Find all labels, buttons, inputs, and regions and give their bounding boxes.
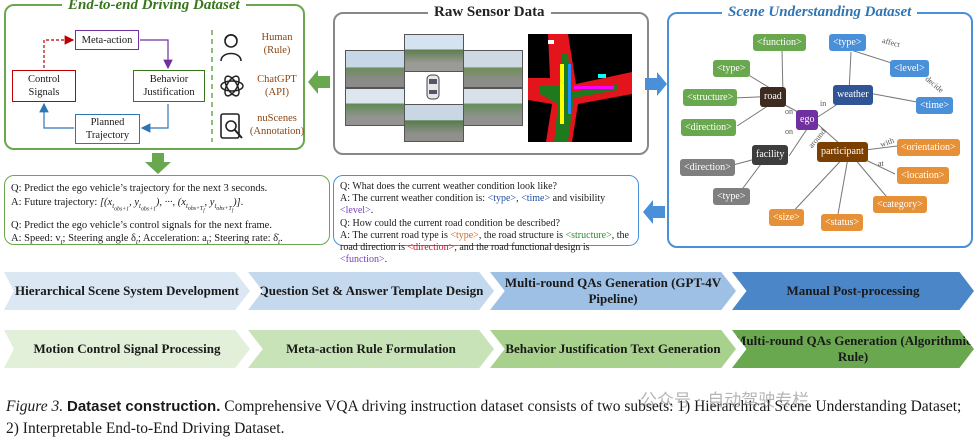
source-nuscenes-detail: (Annotation)	[249, 126, 305, 137]
pipeline-top-step-4: Manual Post-processing	[732, 272, 974, 310]
tag-size: <size>	[769, 209, 804, 226]
camera-image-front-right	[463, 50, 523, 88]
behavior-justification-node: Behavior Justification	[133, 70, 205, 102]
source-human-name: Human	[261, 32, 293, 43]
ego-car-icon	[426, 74, 440, 100]
camera-image-front	[404, 34, 464, 72]
scene-understanding-title: Scene Understanding Dataset	[722, 4, 918, 21]
raw-sensor-title: Raw Sensor Data	[428, 4, 551, 21]
watermark: 公众号 · 自动驾驶专栏	[640, 391, 810, 411]
tag-direction-facility: <direction>	[680, 159, 735, 176]
tag-ego: ego	[796, 110, 819, 130]
caption-label: Figure 3.	[6, 398, 64, 415]
edge-label-in: in	[820, 99, 827, 108]
edge-label-on-road: on	[785, 107, 793, 116]
qa-right-q1: Q: What does the current weather conditi…	[340, 181, 557, 192]
document-search-icon	[220, 113, 243, 139]
tag-direction-road: <direction>	[681, 119, 736, 136]
qa-left-a2: A: Speed: vt; Steering angle δt; Acceler…	[11, 233, 283, 247]
qa-right-a1-pre: A: The current weather condition is:	[340, 193, 488, 205]
qa-right-a1-sep: ,	[516, 193, 522, 205]
pipeline-top-step-2: Question Set & Answer Template Design	[248, 272, 494, 310]
tag-type-weather: <type>	[829, 34, 866, 51]
qa-right-a2-structure: <structure>	[565, 229, 612, 241]
qa-left-a2-steer: ; Steering angle δ	[62, 233, 137, 245]
camera-image-back-left	[345, 88, 405, 126]
control-signals-node: Control Signals	[12, 70, 76, 102]
source-human-detail: (Rule)	[263, 45, 291, 56]
planned-trajectory-node: Planned Trajectory	[75, 114, 140, 144]
tag-location: <location>	[897, 167, 949, 184]
tag-road: road	[760, 87, 786, 107]
end-to-end-title: End-to-end Driving Dataset	[62, 0, 246, 14]
qa-box-scene: Q: What does the current weather conditi…	[333, 175, 639, 265]
tag-structure: <structure>	[683, 89, 738, 106]
qa-right-a2-mid: , the road structure is	[478, 229, 566, 241]
meta-action-node: Meta-action	[75, 30, 139, 50]
qa-right-a2-direction: <direction>	[407, 242, 455, 254]
tag-type-facility: <type>	[713, 188, 750, 205]
tag-level: <level>	[890, 60, 929, 77]
qa-right-a2-function: <function>	[340, 254, 385, 266]
qa-right-a1: A: The current weather condition is: <ty…	[340, 193, 606, 217]
figure-caption: Figure 3. Dataset construction. Comprehe…	[6, 396, 972, 440]
qa-left-a1-math-open: [(x	[99, 196, 113, 208]
edge-label-on-facility: on	[785, 127, 793, 136]
tag-weather: weather	[833, 85, 873, 105]
pipeline-bottom-step-3: Behavior Justification Text Generation	[490, 330, 736, 368]
left-arrow-icon	[308, 70, 330, 94]
tag-function: <function>	[753, 34, 806, 51]
qa-right-a1-and: and visibility	[550, 193, 606, 205]
source-chatgpt-name: ChatGPT	[257, 74, 297, 85]
pipeline-bottom-step-2: Meta-action Rule Formulation	[248, 330, 494, 368]
camera-image-front-left	[345, 50, 405, 88]
tag-participant: participant	[817, 142, 868, 162]
camera-image-back-right	[463, 88, 523, 126]
qa-right-a2-mid3: , and the road functional design is	[454, 242, 590, 254]
qa-left-a2-accel: ; Acceleration: a	[137, 233, 207, 245]
tag-orientation: <orientation>	[897, 139, 960, 156]
pipeline-top-step-1: Hierarchical Scene System Development	[4, 272, 250, 310]
qa-left-a2-speed: A: Speed: v	[11, 233, 61, 245]
qa-box-end-to-end: Q: Predict the ego vehicle’s trajectory …	[4, 175, 330, 246]
qa-right-a1-type: <type>	[487, 193, 517, 205]
qa-left-arrow-icon	[643, 200, 665, 224]
tag-type-road: <type>	[713, 60, 750, 77]
pipeline-bottom-step-4: Multi-round QAs Generation (Algorithmic …	[732, 330, 974, 368]
chatgpt-icon	[220, 75, 244, 97]
down-arrow-icon	[145, 153, 171, 174]
bev-map-icon	[528, 34, 632, 142]
meta-action-flow-arrows	[39, 30, 213, 142]
pipeline-top-step-3: Multi-round QAs Generation (GPT-4V Pipel…	[490, 272, 736, 310]
pipeline-bottom-step-1: Motion Control Signal Processing	[4, 330, 250, 368]
qa-left-a1: A: Future trajectory: [(xtobs+1, ytobs+1…	[11, 196, 244, 215]
qa-right-q2: Q: How could the current road condition …	[340, 217, 560, 229]
qa-right-a2-type: <type>	[450, 229, 479, 241]
qa-right-a2: A: The current road type is <type>, the …	[340, 229, 629, 266]
right-arrow-icon	[645, 72, 667, 96]
caption-title: Dataset construction.	[67, 398, 221, 415]
qa-right-a1-time: <time>	[521, 193, 551, 205]
qa-right-a1-level: <level>	[340, 205, 371, 217]
tag-category: <category>	[873, 196, 927, 213]
qa-right-a2-mid2: , the road direction is	[340, 229, 629, 254]
camera-image-back	[404, 104, 464, 142]
source-nuscenes-name: nuScenes	[257, 113, 297, 124]
tag-facility: facility	[752, 145, 789, 165]
qa-left-q1: Q: Predict the ego vehicle’s trajectory …	[11, 183, 268, 194]
source-chatgpt-detail: (API)	[265, 87, 289, 98]
person-icon	[220, 33, 242, 62]
qa-right-a2-pre: A: The current road type is	[340, 229, 451, 241]
qa-left-q2: Q: Predict the ego vehicle’s control sig…	[11, 219, 272, 231]
qa-left-a1-math: [(xtobs+1, ytobs+1), ···, (xtobs+Tf, yto…	[99, 196, 241, 215]
tag-time: <time>	[916, 97, 954, 114]
qa-left-a2-rate: ; Steering rate: δ̇	[208, 233, 279, 245]
qa-left-a1-label: A: Future trajectory:	[11, 196, 100, 208]
caption-text: Comprehensive VQA driving instruction da…	[6, 398, 962, 437]
tag-status: <status>	[821, 214, 864, 231]
edge-label-at: at	[878, 159, 884, 168]
